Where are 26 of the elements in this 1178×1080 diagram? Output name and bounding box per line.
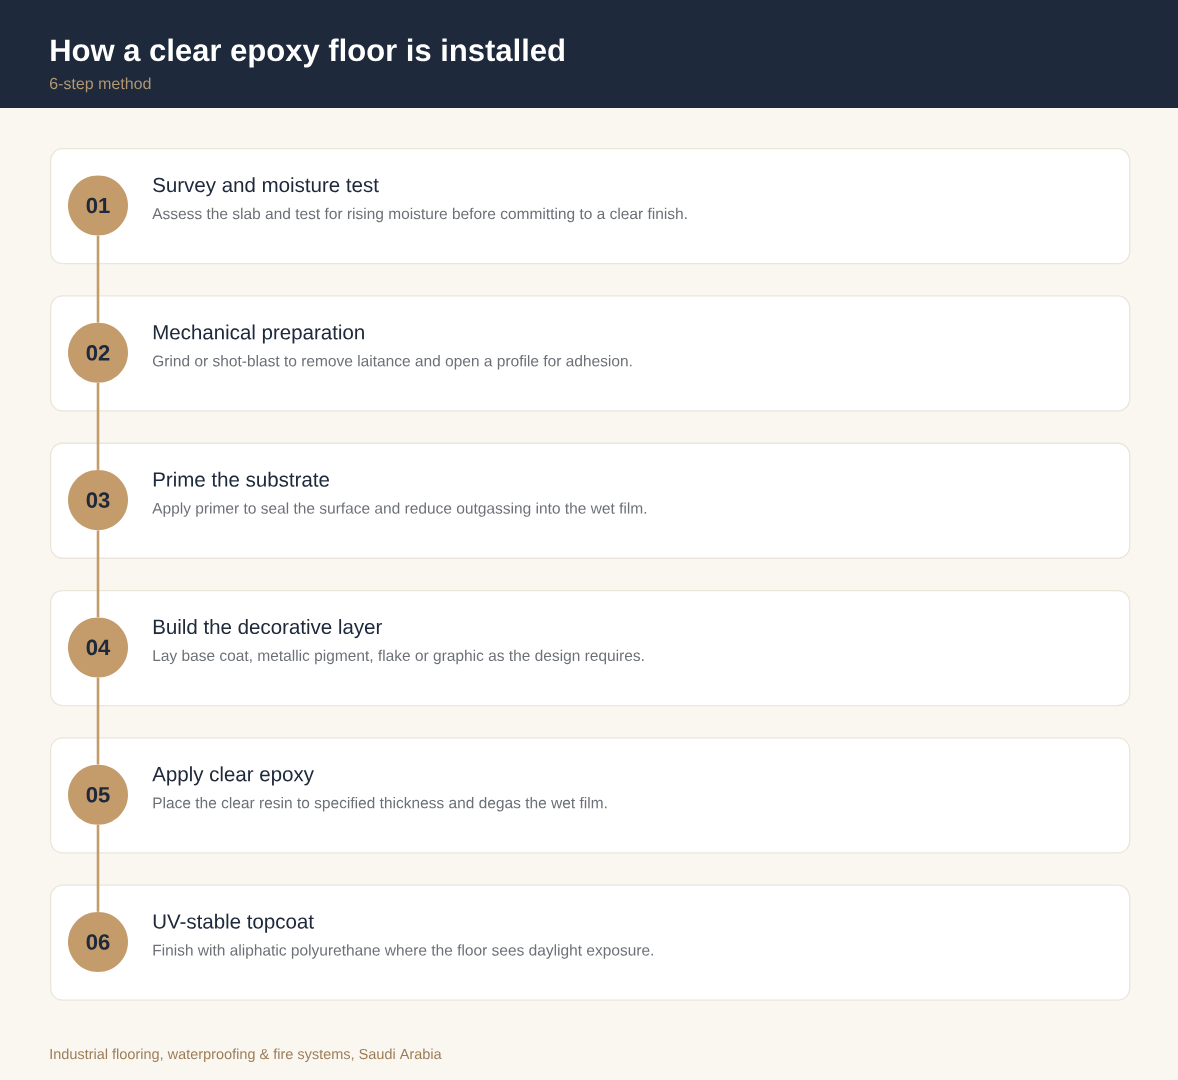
- footer-note: Industrial flooring, waterproofing & fire systems, Saudi Arabia: [50, 1048, 442, 1063]
- step-description: Grind or shot-blast to remove laitance and open a profile for adhesion.: [153, 355, 632, 370]
- step-title: Apply clear epoxy: [152, 766, 314, 786]
- connector-line: [96, 824, 100, 912]
- step-description: Lay base coat, metallic pigment, flake or graphic as the design requires.: [153, 649, 644, 665]
- step-title: Survey and moisture test: [153, 177, 379, 197]
- step-description: Apply primer to seal the surface and reduce outgassing into the wet film.: [152, 502, 647, 517]
- step-number-badge: 01: [68, 175, 128, 236]
- title: How a clear epoxy floor is installed: [51, 38, 564, 68]
- step-number-badge: 06: [68, 912, 128, 972]
- step-number-badge: 05: [68, 764, 128, 825]
- connector-line: [96, 530, 100, 618]
- step-description: Finish with aliphatic polyurethane where the floor sees daylight exposure.: [153, 944, 653, 959]
- step-title: Prime the substrate: [153, 471, 329, 487]
- step-description: Place the clear resin to specified thickness and degas the wet film.: [153, 797, 607, 812]
- subtitle: 6-step method: [50, 77, 151, 93]
- step-number-badge: 02: [68, 322, 128, 383]
- step-number-badge: 04: [68, 617, 128, 678]
- connector-line: [96, 235, 100, 323]
- step-title: Build the decorative layer: [153, 619, 382, 639]
- connector-line: [96, 677, 100, 765]
- step-title: UV-stable topcoat: [153, 913, 314, 933]
- connector-line: [96, 383, 100, 470]
- step-title: Mechanical preparation: [153, 324, 364, 344]
- step-description: Assess the slab and test for rising moisture before committing to a clear finish.: [152, 207, 687, 223]
- step-number-badge: 03: [68, 470, 128, 531]
